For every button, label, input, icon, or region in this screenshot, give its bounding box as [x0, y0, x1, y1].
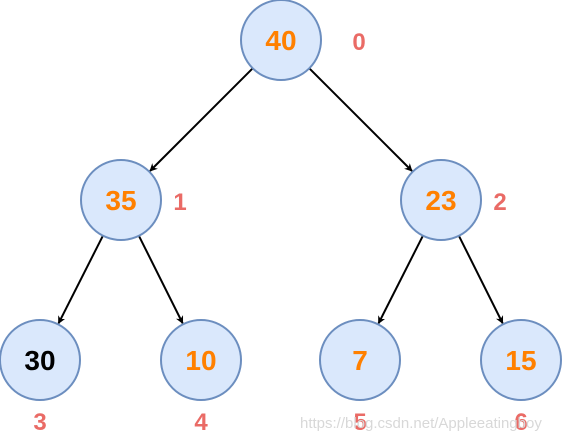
edges-layer [57, 67, 504, 325]
node-circle [160, 319, 242, 401]
tree-node-6: 15 6 [480, 319, 562, 436]
node-index-label: 5 [353, 409, 366, 436]
node-index-label: 1 [173, 189, 186, 216]
node-value: 40 [265, 25, 296, 56]
node-index-label: 0 [352, 29, 365, 56]
tree-node-4: 10 4 [160, 319, 242, 436]
node-circle [240, 0, 322, 81]
watermark-text: https://blog.csdn.net/Appleeatingboy [300, 415, 542, 432]
node-circle [400, 159, 482, 241]
edge-arrow-2-5 [377, 235, 424, 325]
tree-node-0: 40 0 [240, 0, 366, 81]
tree-node-5: 75 [319, 319, 401, 436]
node-value: 35 [105, 185, 136, 216]
node-value: 7 [352, 345, 368, 376]
node-value: 23 [425, 185, 456, 216]
node-circle [0, 319, 81, 401]
node-circle [480, 319, 562, 401]
node-index-label: 2 [493, 189, 506, 216]
node-index-label: 6 [514, 409, 527, 436]
node-circle [80, 159, 162, 241]
edge-arrow-0-1 [149, 67, 254, 172]
tree-node-3: 30 3 [0, 319, 81, 436]
edge-arrow-0-2 [308, 67, 413, 172]
node-index-label: 4 [194, 409, 208, 436]
node-index-label: 3 [33, 409, 46, 436]
tree-node-1: 35 1 [80, 159, 187, 241]
node-value: 10 [185, 345, 216, 376]
node-value: 30 [24, 345, 55, 376]
edge-arrow-1-3 [57, 235, 104, 325]
edge-arrow-1-4 [137, 235, 184, 325]
node-circle [319, 319, 401, 401]
tree-node-2: 23 2 [400, 159, 507, 241]
edge-arrow-2-6 [457, 235, 504, 325]
node-value: 15 [505, 345, 536, 376]
